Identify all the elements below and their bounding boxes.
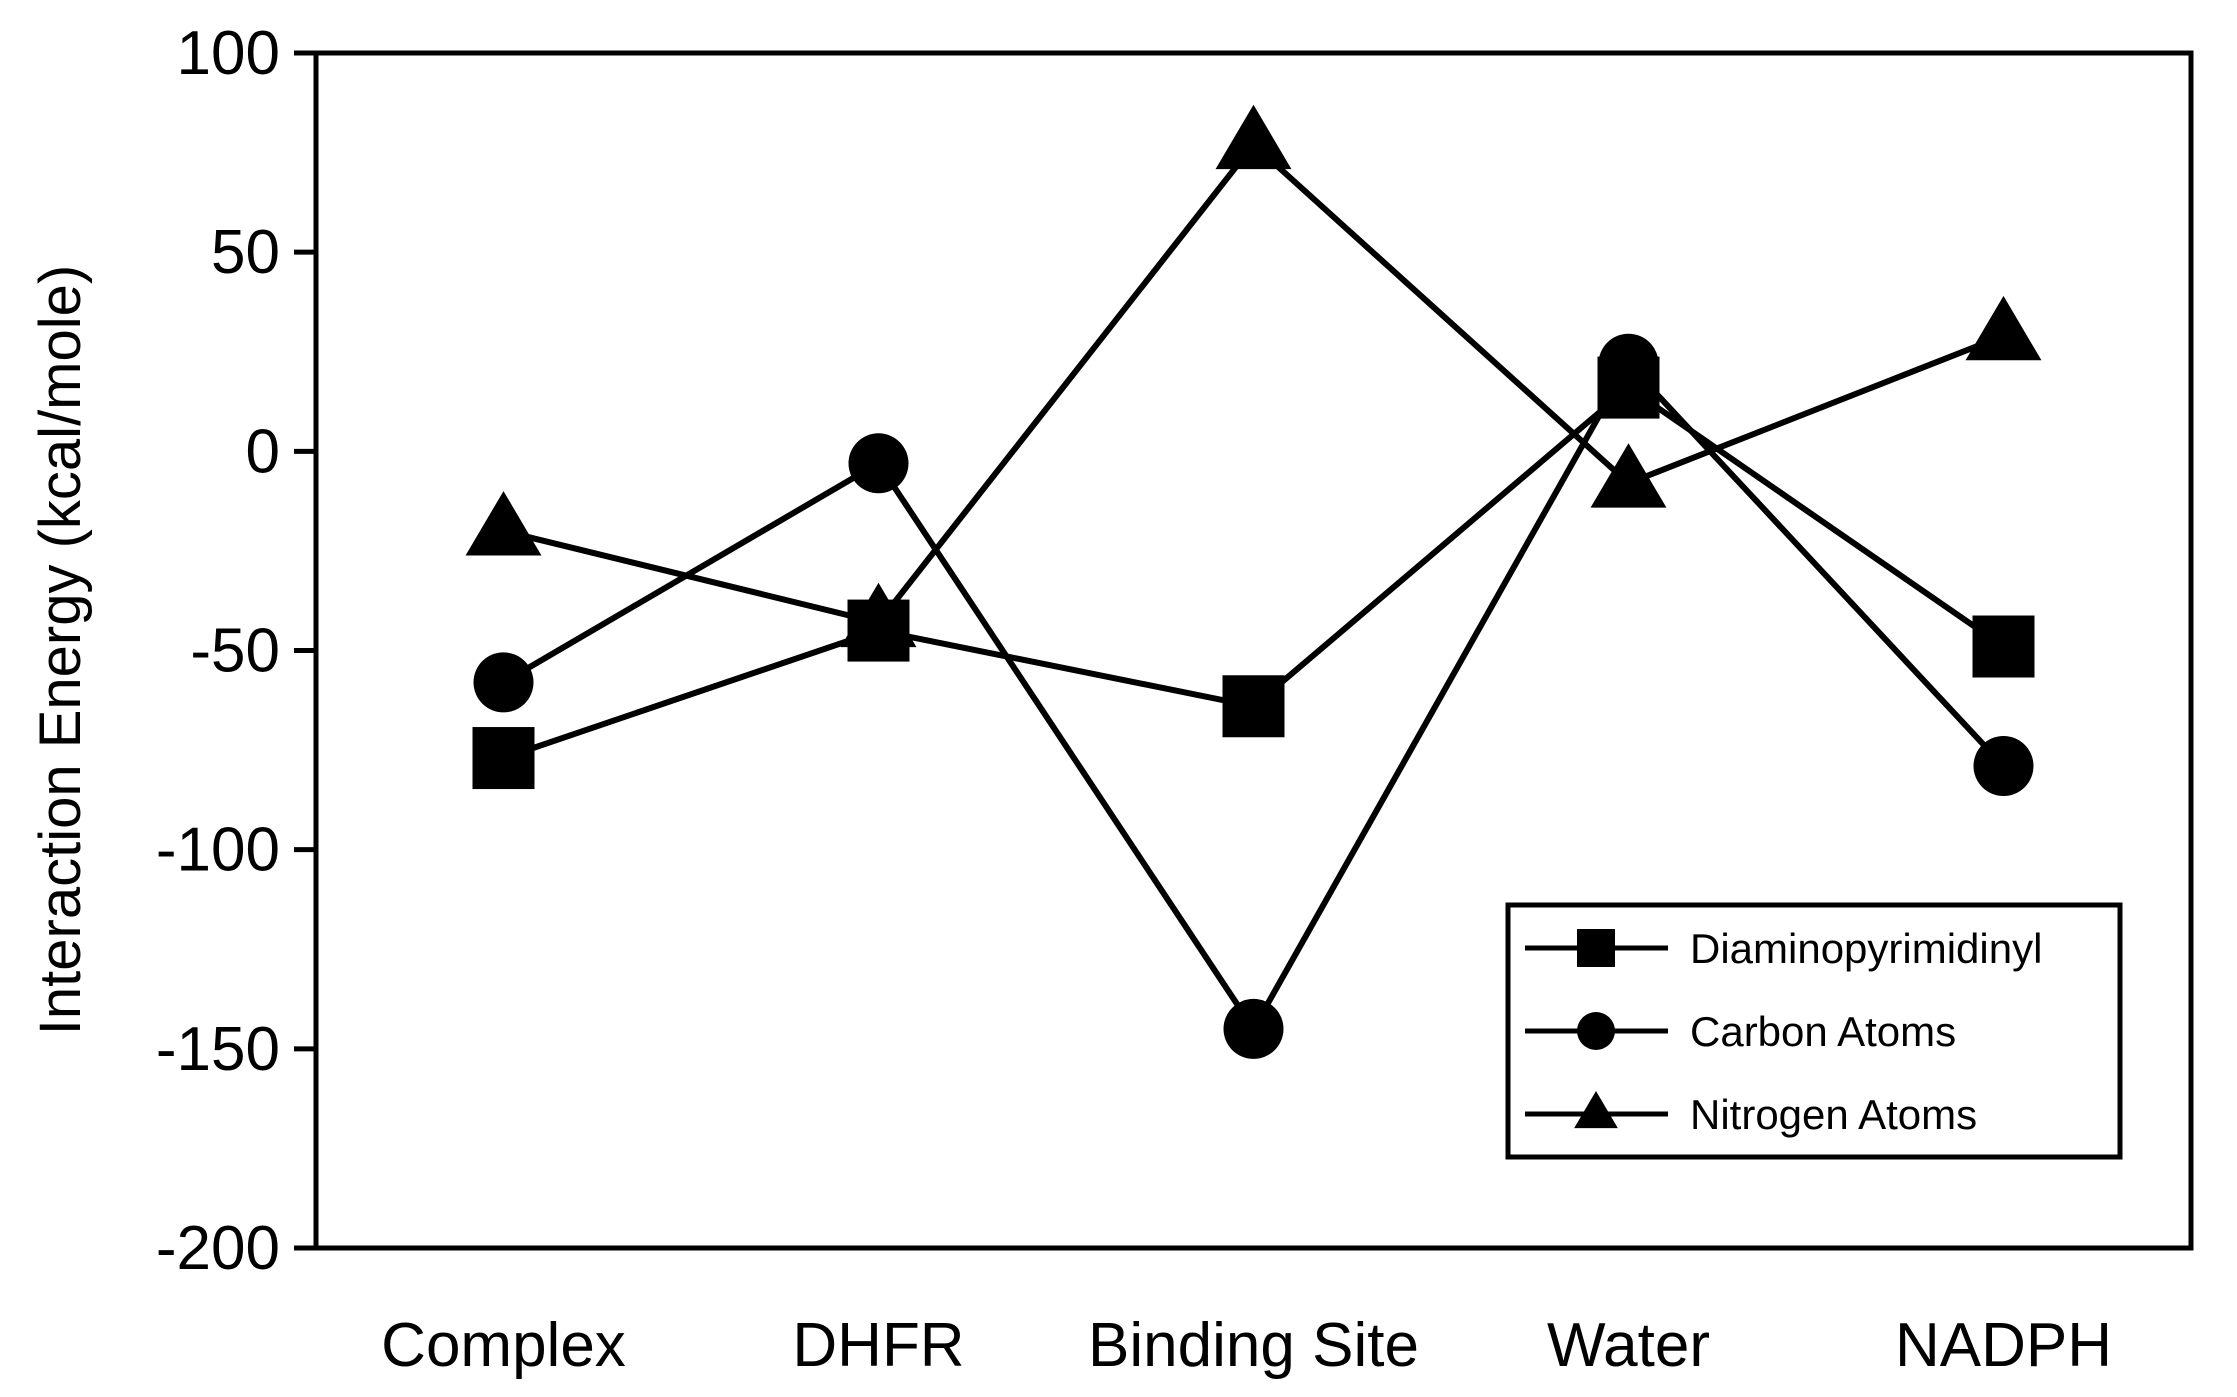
x-axis: Complex DHFR Binding Site Water NADPH: [381, 1311, 2112, 1380]
y-axis-title: Interaction Energy (kcal/mole): [28, 265, 93, 1035]
data-point-triangle: [1965, 295, 2042, 361]
x-category-label: DHFR: [792, 1311, 964, 1380]
data-point-circle: [1598, 333, 1659, 394]
y-axis: 100 50 0 -50 -100 -150 -200: [156, 19, 316, 1283]
data-point-triangle: [1215, 104, 1292, 170]
legend-marker-circle: [1577, 1012, 1615, 1050]
data-point-circle: [473, 652, 534, 713]
data-point-square: [1972, 615, 2035, 678]
data-point-circle: [1973, 736, 2034, 797]
legend-label: Carbon Atoms: [1690, 1008, 1956, 1055]
legend-item: Diaminopyrimidinyl: [1525, 925, 2042, 972]
y-tick-label: -150: [156, 1015, 280, 1084]
series-triangle: [465, 104, 2042, 648]
y-tick-label: -100: [156, 816, 280, 885]
y-tick-label: 100: [177, 19, 280, 88]
y-tick-label: -200: [156, 1214, 280, 1283]
data-point-triangle: [465, 491, 542, 556]
series-circle: [473, 333, 2034, 1059]
legend-label: Nitrogen Atoms: [1690, 1091, 1977, 1138]
data-point-square: [472, 727, 535, 790]
x-category-label: Binding Site: [1088, 1311, 1419, 1380]
legend-marker-square: [1577, 929, 1615, 967]
data-point-circle: [848, 433, 909, 494]
data-point-triangle: [840, 582, 917, 648]
y-tick-label: 50: [211, 218, 280, 287]
x-category-label: Water: [1547, 1311, 1710, 1380]
x-category-label: NADPH: [1895, 1311, 2112, 1380]
series-layer: [465, 104, 2042, 1059]
legend-label: Diaminopyrimidinyl: [1690, 925, 2042, 972]
y-tick-label: 0: [246, 417, 280, 486]
data-point-square: [1222, 675, 1285, 738]
legend-item: Nitrogen Atoms: [1525, 1091, 1977, 1138]
y-tick-label: -50: [190, 617, 280, 686]
legend-item: Carbon Atoms: [1525, 1008, 1956, 1055]
data-point-circle: [1223, 998, 1284, 1059]
x-category-label: Complex: [381, 1311, 626, 1380]
data-point-triangle: [1590, 443, 1667, 508]
series-square: [472, 356, 2035, 790]
legend-marker-triangle: [1574, 1091, 1618, 1129]
